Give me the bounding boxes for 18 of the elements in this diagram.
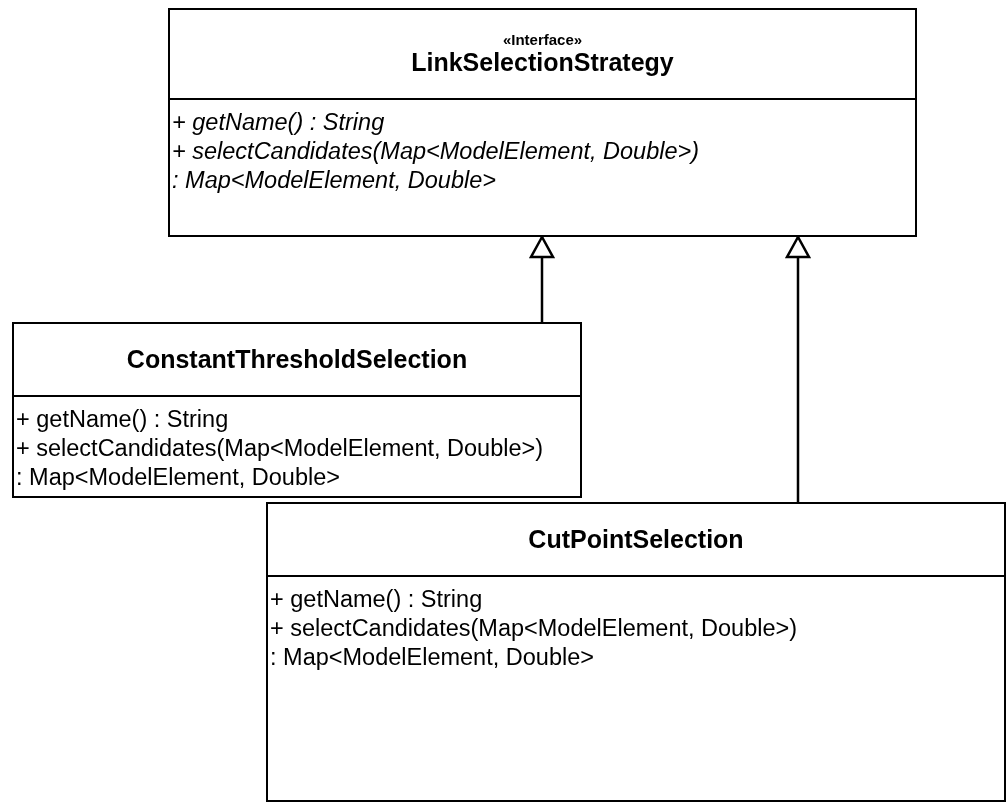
operation-text: + selectCandidates(Map<ModelElement, Double>) <box>16 434 545 463</box>
generalization-arrow <box>785 235 811 502</box>
class-name: CutPointSelection <box>527 525 745 554</box>
operation-text: + selectCandidates(Map<ModelElement, Double>) <box>172 137 701 166</box>
generalization-arrow <box>529 235 555 322</box>
operation-text: : Map<ModelElement, Double> <box>16 463 341 492</box>
operation-text: : Map<ModelElement, Double> <box>172 166 497 195</box>
operation-text: + getName() : String <box>270 585 484 614</box>
operation-text: + getName() : String <box>16 405 230 434</box>
operation-text: : Map<ModelElement, Double> <box>270 643 595 672</box>
interface-box <box>168 8 917 237</box>
operation-text: + getName() : String <box>172 108 386 137</box>
class-name: LinkSelectionStrategy <box>410 48 675 77</box>
class-box <box>12 322 582 498</box>
stereotype-label: «Interface» <box>501 31 584 48</box>
operation-text: + selectCandidates(Map<ModelElement, Double>) <box>270 614 799 643</box>
class-box <box>266 502 1006 802</box>
class-name: ConstantThresholdSelection <box>125 345 469 374</box>
